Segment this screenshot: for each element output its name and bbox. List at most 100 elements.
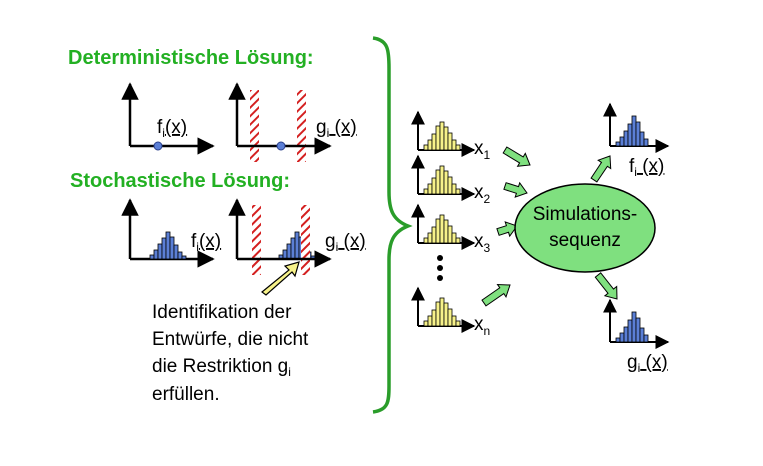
histogram-bar bbox=[443, 126, 449, 151]
histogram-bar bbox=[451, 139, 457, 151]
input-xn: xn bbox=[411, 286, 490, 338]
stoch-g-label: gi (x) bbox=[325, 231, 366, 254]
simulation-line-1: Simulations- bbox=[533, 204, 638, 225]
caption-line-2: Entwürfe, die nicht bbox=[152, 329, 309, 350]
det-f-label: fi(x) bbox=[157, 117, 187, 140]
histogram-bar bbox=[427, 232, 433, 244]
restriction-band-right bbox=[301, 205, 310, 275]
histogram-bar bbox=[161, 237, 167, 260]
histogram-bar bbox=[294, 231, 300, 260]
histogram-bar bbox=[177, 251, 183, 260]
histogram-bar bbox=[439, 214, 445, 244]
histogram-blue bbox=[615, 311, 649, 343]
histogram-bar bbox=[443, 219, 449, 244]
histogram-bar bbox=[427, 183, 433, 195]
input-x2: x2 bbox=[411, 154, 491, 206]
histogram-bar bbox=[447, 176, 453, 195]
histogram-bar bbox=[623, 130, 629, 147]
histogram-bar bbox=[423, 237, 429, 244]
design-point bbox=[276, 141, 286, 151]
stoch-g-plot: gi (x) bbox=[228, 198, 366, 275]
restriction-band-right bbox=[297, 90, 306, 162]
curly-brace bbox=[372, 36, 413, 414]
histogram-bar bbox=[451, 183, 457, 195]
histogram-bar bbox=[623, 326, 629, 343]
histogram-bar bbox=[435, 169, 441, 195]
histogram-bar bbox=[431, 133, 437, 151]
histogram-bar bbox=[455, 188, 461, 195]
ellipsis-dots bbox=[437, 255, 443, 281]
histogram-bar bbox=[290, 237, 296, 260]
input-x1-label: x1 bbox=[474, 138, 491, 162]
output-f-label: fi (x) bbox=[629, 156, 664, 179]
histogram-bar bbox=[635, 121, 641, 147]
histogram-bar bbox=[282, 249, 288, 260]
histogram-bar bbox=[423, 320, 429, 327]
histogram-bar bbox=[447, 225, 453, 244]
histogram-bar bbox=[615, 337, 621, 343]
caption: Identifikation der Entwürfe, die nicht d… bbox=[152, 302, 309, 405]
output-g-label: gi (x) bbox=[627, 352, 668, 375]
histogram-bar bbox=[447, 308, 453, 327]
input-samples: x1 x2 x3 xn bbox=[411, 110, 491, 338]
input-xn-label: xn bbox=[474, 314, 490, 338]
histogram-bar bbox=[631, 115, 637, 147]
histogram-bar bbox=[455, 237, 461, 244]
histogram-bar bbox=[639, 327, 645, 343]
histogram-bar bbox=[451, 315, 457, 327]
histogram-bar bbox=[165, 231, 171, 260]
histogram-bar bbox=[431, 177, 437, 195]
histogram-bar bbox=[627, 319, 633, 343]
histogram-bar bbox=[615, 141, 621, 147]
histogram-bar bbox=[423, 188, 429, 195]
stochastic-title: Stochastische Lösung: bbox=[70, 170, 290, 192]
histogram-bar bbox=[427, 315, 433, 327]
histogram-bar bbox=[439, 297, 445, 327]
output-g: gi (x) bbox=[603, 298, 670, 375]
histogram-bar bbox=[639, 131, 645, 147]
histogram-bar bbox=[619, 332, 625, 343]
caption-line-1: Identifikation der bbox=[152, 302, 292, 323]
restriction-band-left bbox=[252, 205, 261, 275]
input-x1: x1 bbox=[411, 110, 491, 162]
histogram-blue bbox=[615, 115, 649, 147]
histogram-blue bbox=[149, 231, 187, 260]
caption-line-3: die Restriktion gi bbox=[152, 356, 291, 379]
histogram-bar bbox=[627, 123, 633, 147]
flow-arrow bbox=[481, 283, 511, 307]
stoch-f-plot: fi(x) bbox=[121, 198, 221, 268]
histogram-bar bbox=[435, 301, 441, 327]
histogram-bar bbox=[643, 334, 649, 343]
histogram-bar bbox=[447, 132, 453, 151]
histogram-bar bbox=[451, 232, 457, 244]
histogram-bar bbox=[435, 125, 441, 151]
histogram-bar bbox=[181, 255, 187, 260]
histogram-bar bbox=[153, 249, 159, 260]
simulation-line-2: sequenz bbox=[549, 230, 621, 251]
caption-line-4: erfüllen. bbox=[152, 384, 220, 405]
restriction-band-left bbox=[250, 90, 259, 162]
histogram-yellow bbox=[423, 121, 461, 151]
histogram-yellow bbox=[423, 165, 461, 195]
histogram-bar bbox=[427, 139, 433, 151]
flow-arrow bbox=[502, 146, 531, 167]
flow-arrow bbox=[503, 181, 528, 198]
histogram-bar bbox=[631, 311, 637, 343]
flow-arrow bbox=[496, 221, 518, 238]
flow-arrow bbox=[590, 155, 612, 183]
histogram-bar bbox=[435, 218, 441, 244]
histogram-yellow bbox=[423, 214, 461, 244]
histogram-bar bbox=[149, 254, 155, 260]
det-g-label: gi (x) bbox=[316, 117, 357, 140]
histogram-bar bbox=[439, 121, 445, 151]
histogram-bar bbox=[423, 144, 429, 151]
output-f: fi (x) bbox=[603, 102, 670, 179]
simulation-node: Simulations- sequenz bbox=[514, 183, 656, 273]
design-point bbox=[153, 141, 163, 151]
histogram-bar bbox=[431, 309, 437, 327]
input-x3: x3 bbox=[411, 203, 491, 255]
stoch-f-label: fi(x) bbox=[191, 231, 221, 254]
histogram-bar bbox=[169, 236, 175, 260]
input-x3-label: x3 bbox=[474, 231, 491, 255]
